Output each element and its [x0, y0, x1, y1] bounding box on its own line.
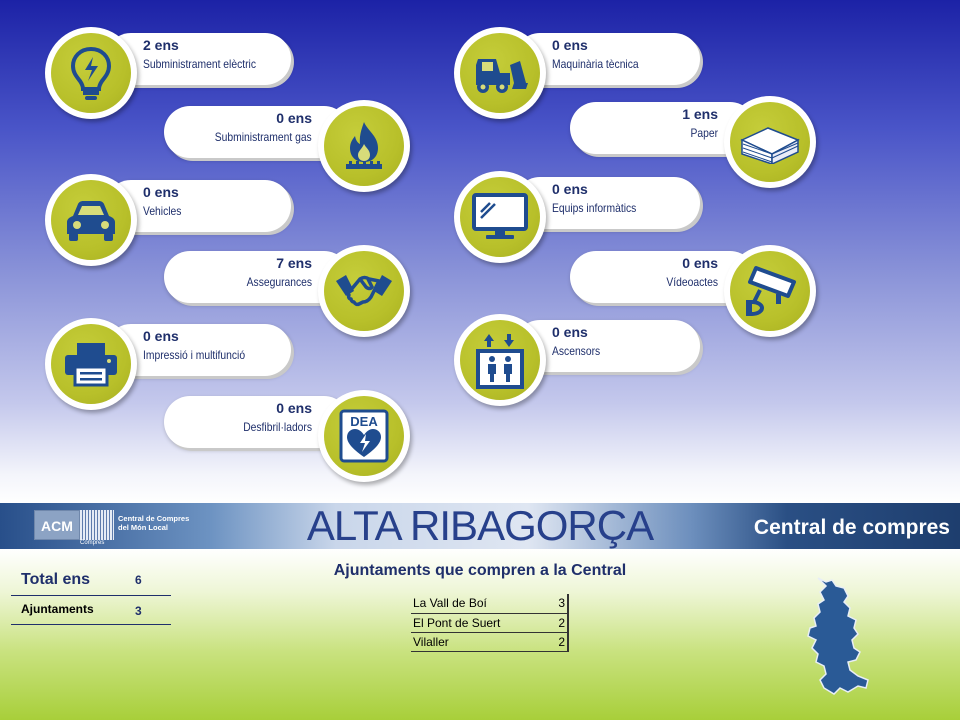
paper-stack-icon: [730, 102, 810, 182]
acm-logo-text: Central de Compres del Món Local: [118, 514, 190, 532]
municipalities-title: Ajuntaments que compren a la Central: [333, 562, 627, 579]
tile-label: Paper: [690, 126, 718, 140]
tile-circle: [454, 27, 546, 119]
tile-circle: [724, 245, 816, 337]
tile-circle: [454, 314, 546, 406]
tile-circle: [45, 318, 137, 410]
acm-logo-bars: [80, 510, 114, 540]
tile-equips-informatics[interactable]: 0 ens Equips informàtics: [454, 171, 704, 263]
municipality-value: 3: [538, 594, 569, 614]
banner-subtitle: Central de compres: [753, 516, 950, 539]
municipality-value: 2: [538, 613, 569, 633]
tile-subministrament-gas[interactable]: 0 ens Subministrament gas: [160, 100, 410, 192]
tile-circle: DEA: [318, 390, 410, 482]
tile-label: Impressió i multifunció: [143, 348, 246, 362]
tile-subministrament-electric[interactable]: 2 ens Subministrament elèctric: [45, 27, 295, 119]
tile-label: Ascensors: [552, 344, 601, 358]
tile-count: 1 ens: [682, 106, 718, 122]
tile-circle: [318, 245, 410, 337]
tile-count: 0 ens: [552, 37, 588, 53]
tile-count: 7 ens: [276, 255, 312, 271]
tile-count: 2 ens: [143, 37, 179, 53]
tile-count: 0 ens: [682, 255, 718, 271]
tile-desfibril-ladors[interactable]: DEA 0 ens Desfibril·ladors: [160, 390, 410, 482]
tile-label: Equips informàtics: [552, 201, 637, 215]
tile-label: Subministrament gas: [215, 130, 312, 144]
tile-count: 0 ens: [552, 324, 588, 340]
acm-logo-mark: ACM: [34, 510, 80, 540]
municipalities-table: La Vall de Boí 3 El Pont de Suert 2 Vila…: [411, 594, 569, 652]
tile-label: Vehicles: [143, 204, 182, 218]
tile-count: 0 ens: [143, 328, 179, 344]
tile-circle: [45, 174, 137, 266]
tile-paper[interactable]: 1 ens Paper: [566, 96, 816, 188]
total-label: Total ens: [21, 571, 91, 588]
municipality-name: Vilaller: [411, 632, 538, 652]
tile-vehicles[interactable]: 0 ens Vehicles: [45, 174, 295, 266]
ajuntaments-value: 3: [135, 604, 142, 618]
gas-flame-icon: [324, 106, 404, 186]
totals-row-total: Total ens 6: [11, 567, 171, 596]
lightbulb-icon: [51, 33, 131, 113]
total-value: 6: [135, 573, 142, 587]
tile-label: Assegurances: [246, 275, 312, 289]
tile-circle: [318, 100, 410, 192]
tile-circle: [45, 27, 137, 119]
tile-count: 0 ens: [552, 181, 588, 197]
video-camera-icon: [730, 251, 810, 331]
svg-text:DEA: DEA: [350, 414, 378, 429]
table-row: La Vall de Boí 3: [411, 594, 569, 614]
elevator-icon: [460, 320, 540, 400]
tile-assegurances[interactable]: 7 ens Assegurances: [160, 245, 410, 337]
municipality-name: La Vall de Boí: [411, 594, 538, 614]
tile-label: Desfibril·ladors: [243, 420, 312, 434]
ajuntaments-label: Ajuntaments: [21, 602, 94, 616]
acm-logo: ACM Compres Central de Compres del Món L…: [34, 510, 194, 546]
monitor-icon: [460, 177, 540, 257]
tile-label: Maquinària tècnica: [552, 57, 639, 71]
totals-table: Total ens 6 Ajuntaments 3: [11, 567, 171, 625]
tile-videoactes[interactable]: 0 ens Vídeoactes: [566, 245, 816, 337]
tile-circle: [724, 96, 816, 188]
municipality-name: El Pont de Suert: [411, 613, 538, 633]
tile-label: Subministrament elèctric: [143, 57, 256, 71]
tile-count: 0 ens: [143, 184, 179, 200]
tile-circle: [454, 171, 546, 263]
table-row: El Pont de Suert 2: [411, 613, 569, 633]
municipality-value: 2: [538, 632, 569, 652]
region-map-icon: [807, 577, 869, 695]
tile-ascensors[interactable]: 0 ens Ascensors: [454, 314, 704, 406]
tile-count: 0 ens: [276, 400, 312, 416]
page-title: ALTA RIBAGORÇA: [306, 502, 654, 549]
title-banner: ACM Compres Central de Compres del Món L…: [0, 503, 960, 549]
table-row: Vilaller 2: [411, 632, 569, 652]
handshake-icon: [324, 251, 404, 331]
tile-count: 0 ens: [276, 110, 312, 126]
tile-label: Vídeoactes: [666, 275, 718, 289]
tile-impressio-multifuncio[interactable]: 0 ens Impressió i multifunció: [45, 318, 295, 410]
acm-logo-sub: Compres: [80, 540, 105, 546]
printer-icon: [51, 324, 131, 404]
tile-maquinaria-tecnica[interactable]: 0 ens Maquinària tècnica: [454, 27, 704, 119]
totals-row-ajuntaments: Ajuntaments 3: [11, 596, 171, 625]
skid-loader-icon: [460, 33, 540, 113]
car-icon: [51, 180, 131, 260]
defibrillator-icon: DEA: [324, 396, 404, 476]
